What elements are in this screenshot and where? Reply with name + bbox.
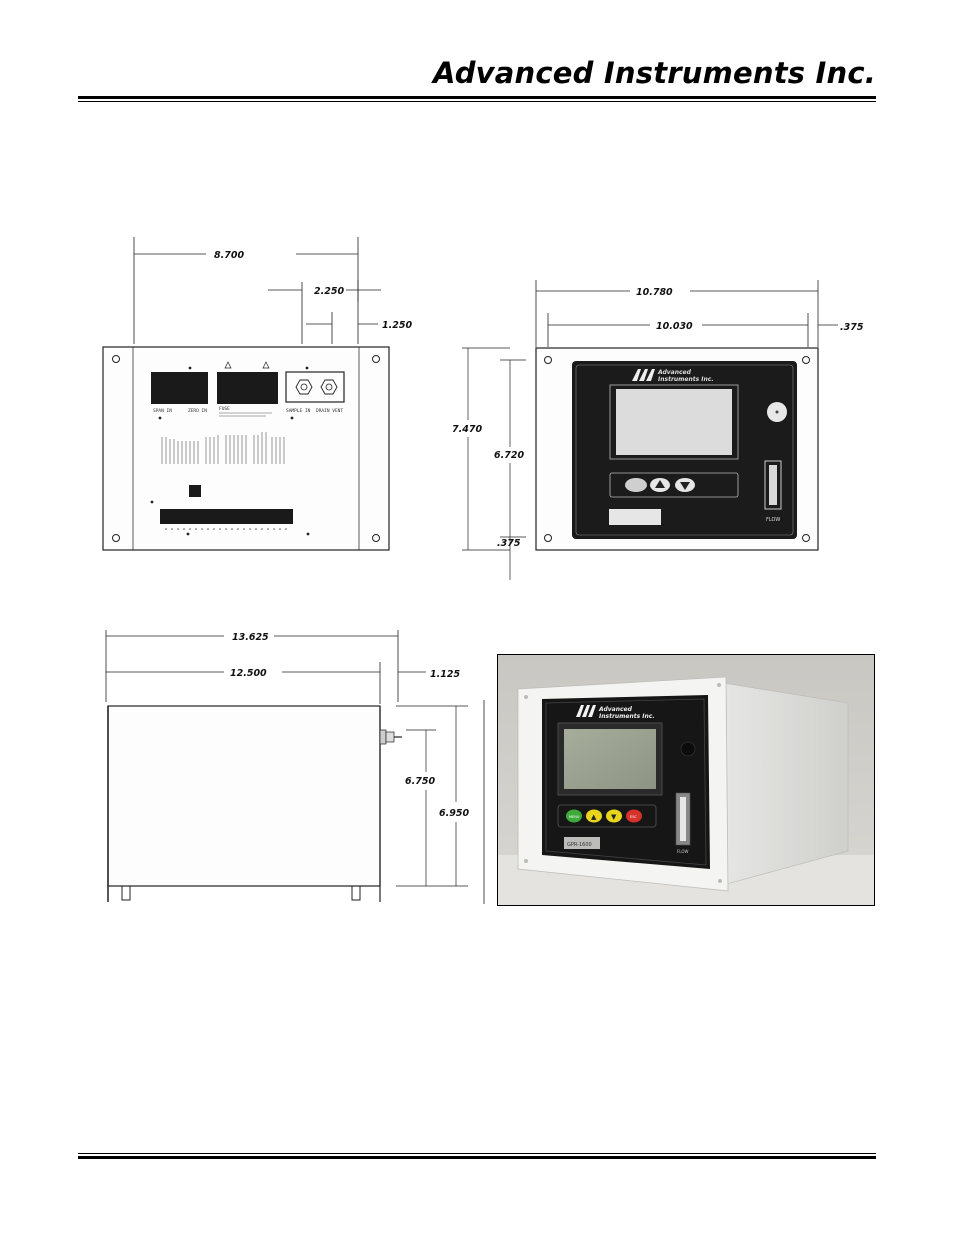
header-rule-thick [78, 96, 876, 99]
photo-btn-menu: MENU [569, 815, 580, 819]
header-rule-thin [78, 101, 876, 102]
rear-label-drain: DRAIN VENT [316, 408, 343, 414]
dim-front-margin: .375 [840, 322, 864, 333]
photo-flow-label: FLOW [677, 849, 689, 854]
footer-rule-thick [78, 1156, 876, 1159]
dim-front-outer-width: 10.780 [636, 287, 673, 298]
dim-front-inner-height: 6.720 [494, 450, 524, 461]
dim-front-inner-width: 10.030 [656, 321, 693, 332]
dim-front-bottom-margin: .375 [497, 538, 521, 549]
dim-front-outer-height: 7.470 [452, 424, 482, 435]
dim-rear-offset-a: 2.250 [314, 286, 344, 297]
footer-rule-thin [78, 1153, 876, 1154]
product-photo: Advanced Instruments Inc. MENU ▲ ▼ ESC G… [497, 654, 875, 906]
photo-btn-up: ▲ [591, 813, 597, 821]
rear-view-drawing: 8.700 2.250 1.250 SPAN IN [96, 232, 426, 562]
photo-btn-down: ▼ [611, 813, 617, 821]
company-title: Advanced Instruments Inc. [432, 56, 876, 90]
front-view-drawing: 10.780 10.030 .375 7.470 6.720 .375 Adv [440, 275, 880, 585]
rear-label-sample: SAMPLE IN [286, 408, 311, 414]
rear-label-span: SPAN IN [153, 408, 172, 414]
dim-side-inner-height: 6.750 [405, 776, 435, 787]
dim-side-projection: 1.125 [430, 669, 460, 680]
photo-model-plate: GPR-1600 [567, 842, 592, 848]
front-brand-line1: Advanced [657, 369, 692, 376]
photo-brand-line2: Instruments Inc. [599, 713, 655, 720]
rear-label-zero: ZERO IN [188, 408, 207, 414]
photo-brand-line1: Advanced [598, 706, 633, 713]
dim-rear-offset-b: 1.250 [382, 320, 412, 331]
side-view-drawing: 13.625 12.500 1.125 6.750 6.950 [96, 622, 496, 907]
dim-side-outer-height: 6.950 [439, 808, 469, 819]
dim-rear-width: 8.700 [214, 250, 244, 261]
dim-side-body-length: 12.500 [230, 668, 267, 679]
rear-label-fuse: FUSE [219, 406, 230, 412]
front-flow-label: FLOW [766, 517, 780, 523]
dim-side-total-length: 13.625 [232, 632, 269, 643]
photo-btn-esc: ESC [630, 815, 637, 819]
front-brand-line2: Instruments Inc. [658, 376, 714, 383]
